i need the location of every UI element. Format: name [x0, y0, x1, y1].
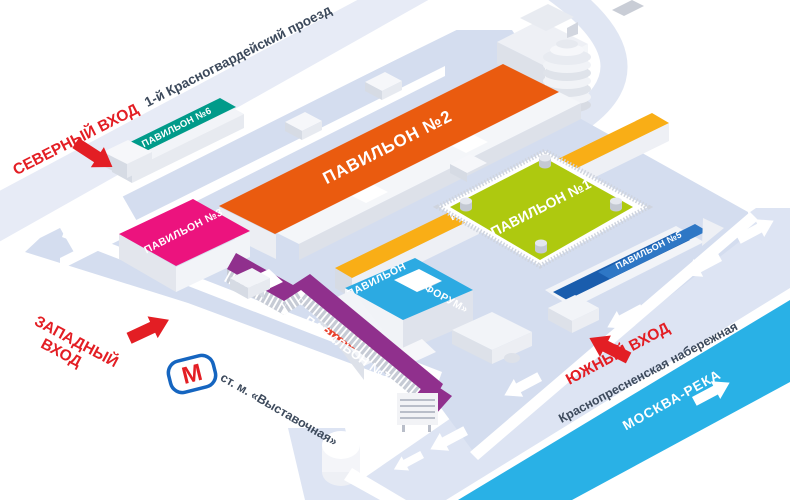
p6-roof[interactable]: [118, 98, 236, 157]
p3-se-wall: [176, 232, 250, 292]
p3-sw-wall: [119, 234, 176, 292]
striped-building: [397, 393, 438, 432]
traffic-arrows: [393, 219, 774, 471]
p2-tier-wall: [299, 103, 581, 260]
station-label: ст. м. «Выставочная»: [218, 370, 340, 448]
p2-roof-unit-2: [452, 135, 488, 153]
white-building-annex: [520, 4, 574, 31]
gap-north-road: [0, 4, 485, 255]
p2-west-wall: [219, 207, 276, 259]
p3-roof[interactable]: [119, 199, 250, 266]
metro-logo: М: [166, 353, 218, 395]
forum-roof[interactable]: [345, 258, 473, 320]
forum-skylight: [394, 269, 442, 292]
chimney: [612, 0, 644, 16]
p5-arrowhead: [702, 218, 724, 246]
river-gap: [446, 288, 790, 500]
south-entrance-arrow: [589, 335, 632, 364]
p1-corner-units: [460, 154, 622, 254]
pavilion-2-block[interactable]: ПАВИЛЬОН №2: [219, 64, 581, 260]
p2-roof[interactable]: [219, 64, 559, 234]
pavilion-1-block[interactable]: ПАВИЛЬОН №1: [432, 148, 654, 269]
forum-se-wall: [403, 290, 473, 352]
p1-roof[interactable]: [450, 158, 633, 260]
west-entrance-label: ЗАПАДНЫЙ ВХОД: [31, 312, 121, 371]
service-buildings: [103, 72, 599, 500]
p7-roof[interactable]: [227, 253, 443, 400]
p2-tier: [275, 91, 581, 244]
p7-ribs: [224, 270, 438, 412]
north-entrance-arrow: [72, 137, 113, 168]
white-building-wall: [497, 42, 545, 88]
p2-roof-unit-1: [352, 185, 388, 203]
grounds-area: [25, 30, 748, 450]
p6-podium-wall2: [132, 114, 244, 183]
road-u-turn: [538, 0, 628, 162]
forum-skylight-shadow: [417, 281, 442, 292]
west-entrance-arrow: [126, 316, 169, 344]
city-buildings: [497, 0, 644, 113]
p5-band: [598, 224, 707, 279]
river-band: [458, 300, 790, 500]
p7-rib-band: [227, 269, 434, 414]
pavilion-3-block[interactable]: ПАВИЛЬОН №3: [119, 199, 250, 292]
pavilion-5-block[interactable]: ПАВИЛЬОН №5: [545, 218, 724, 308]
